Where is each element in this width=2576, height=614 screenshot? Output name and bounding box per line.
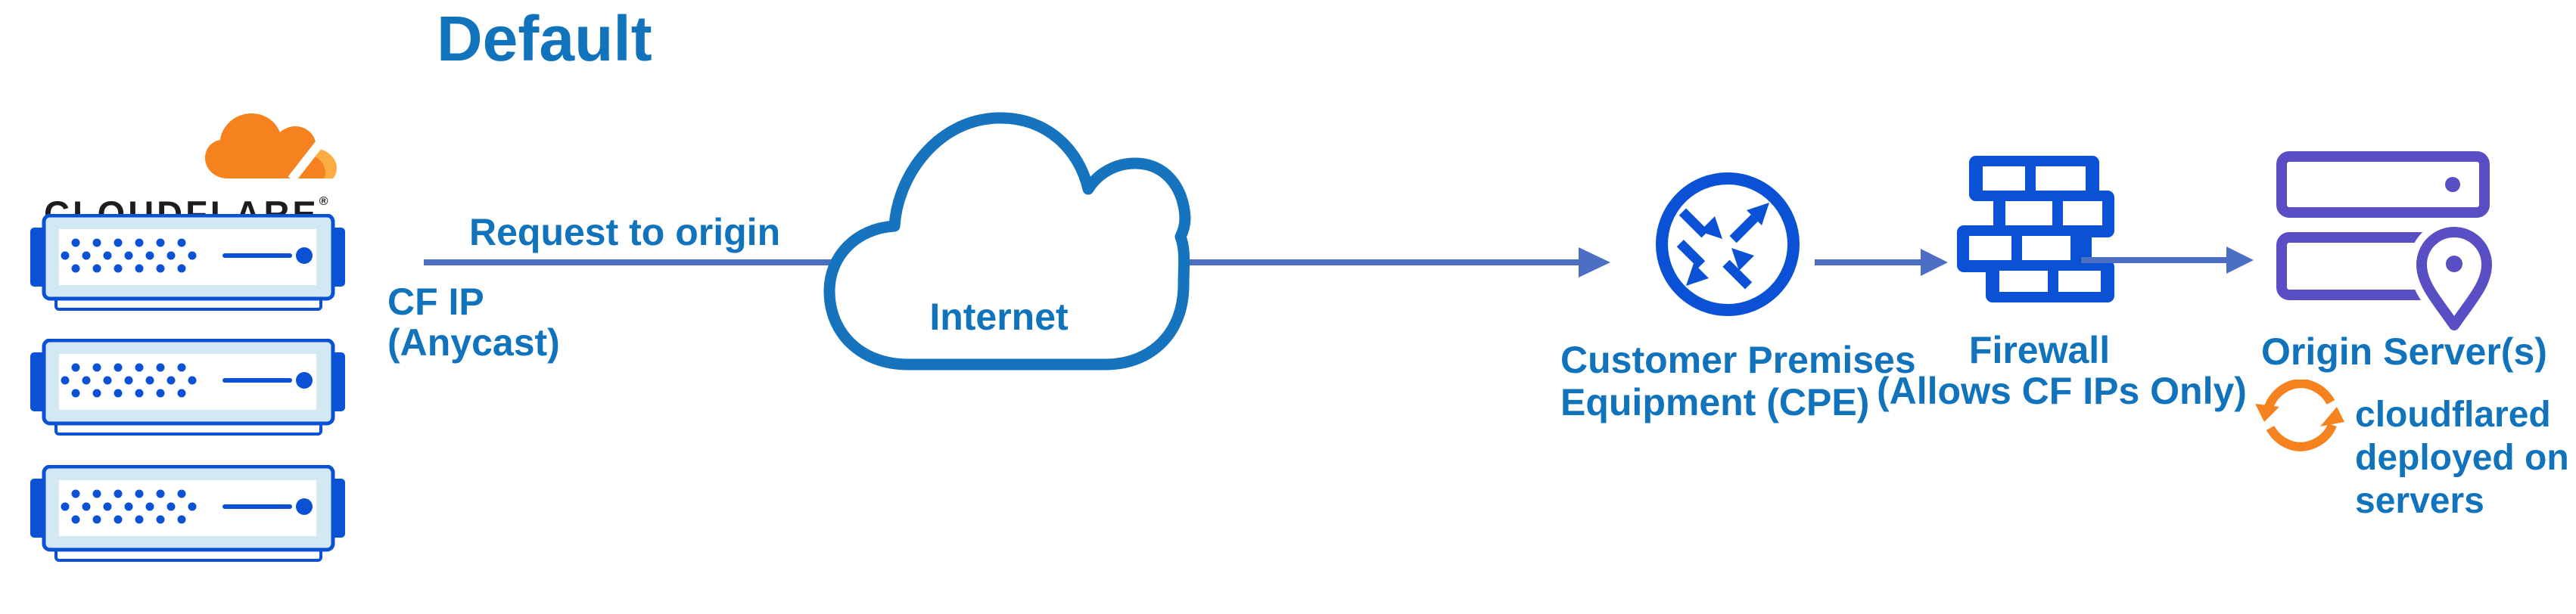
firewall-to-origin-arrow [2081,247,2254,274]
internet-label: Internet [929,296,1069,338]
internet-cloud-icon [823,112,1191,371]
firewall-label-line1: Firewall [1968,329,2111,371]
edge-server-icon [27,214,348,315]
location-pin-icon [2416,227,2492,330]
firewall-label-line2: (Allows CF IPs Only) [1877,370,2247,412]
cloudflared-note: cloudflared deployed on servers [2355,393,2569,523]
cloudflare-logo-icon [205,113,337,181]
cloudflared-note-line3: servers [2355,481,2484,521]
registered-mark: ® [319,195,328,208]
cloudflared-note-line2: deployed on [2355,438,2569,478]
origin-server-icon [2276,151,2497,331]
cpe-to-firewall-arrow [1815,249,1948,276]
request-to-origin-label: Request to origin [469,211,781,253]
cf-ip-line2: (Anycast) [387,321,560,364]
page-title: Default [437,3,652,74]
cf-ip-anycast-label: CF IP (Anycast) [387,281,560,363]
cpe-label: Customer Premises Equipment (CPE) [1560,339,1916,423]
cpe-label-line1: Customer Premises [1560,339,1916,381]
cloudflared-note-line1: cloudflared [2355,395,2551,435]
cpe-label-line2: Equipment (CPE) [1560,381,1870,423]
firewall-icon [1957,156,2114,302]
origin-servers-label: Origin Server(s) [2261,330,2547,373]
cloudflared-sync-icon [2255,380,2344,451]
cpe-router-icon [1656,172,1800,316]
cf-ip-line1: CF IP [387,281,484,323]
edge-server-icon [27,339,348,440]
firewall-label: Firewall (Allows CF IPs Only) [1877,329,2247,412]
edge-server-icon [27,465,348,566]
